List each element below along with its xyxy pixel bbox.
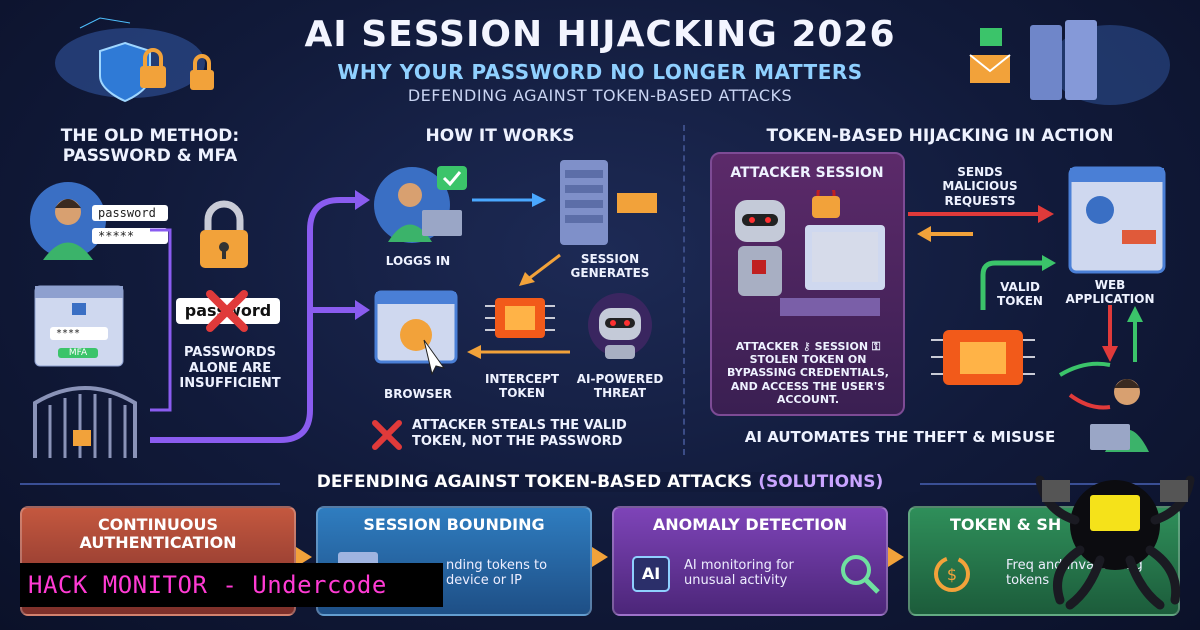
how-it-works-heading: HOW IT WORKS (425, 126, 575, 146)
server-icon (560, 160, 657, 245)
solution-card-title: SESSION BOUNDING (363, 515, 545, 534)
token-hijacking-heading: TOKEN-BASED HIJACKING IN ACTION (766, 126, 1114, 146)
attacker-session-label: ATTACKER SESSION (730, 165, 884, 181)
ai-automates-label: AI AUTOMATES THE THEFT & MISUSE (744, 428, 1056, 446)
passwords-caption: PASSWORDS ALONE ARE INSUFFICIENT (179, 345, 281, 392)
cloud-lock-icon (55, 17, 214, 103)
intercept-token-label: INTERCEPT TOKEN (484, 372, 560, 401)
solution-card-anomaly-detection: ANOMALY DETECTION AI AI monitoring for u… (612, 506, 888, 616)
server-cloud-icon (969, 20, 1170, 105)
arrow-right-icon (472, 193, 546, 207)
return-arrows-icon (1058, 361, 1111, 410)
gate-icon (33, 386, 137, 458)
old-method-heading-line1: THE OLD METHOD: (60, 126, 240, 146)
username-field: password (92, 205, 168, 221)
logs-in-label: LOGGS IN (385, 254, 451, 268)
section-divider (683, 125, 685, 455)
card-arrow-icon (888, 547, 904, 567)
solution-card-title: ANOMALY DETECTION (652, 515, 848, 534)
victim-user-icon (1090, 379, 1149, 452)
token-chip-icon (485, 298, 555, 338)
solution-card-desc: AI monitoring for unusual activity (684, 558, 794, 588)
web-app-label: WEB APPLICATION (1065, 278, 1155, 307)
arrow-left-icon (467, 345, 570, 359)
web-app-icon (1068, 166, 1166, 274)
user-avatar-icon (30, 182, 106, 260)
red-x-small-icon (372, 420, 402, 450)
valid-token-label: VALID TOKEN (997, 280, 1043, 309)
solutions-heading-highlight: (SOLUTIONS) (758, 472, 884, 492)
user-laptop-icon (374, 166, 467, 243)
login-window-icon (34, 285, 124, 367)
browser-label: BROWSER (384, 387, 452, 401)
card-arrow-icon (296, 547, 312, 567)
padlock-icon (200, 200, 248, 268)
solution-card-title: CONTINUOUS AUTHENTICATION (79, 515, 237, 553)
green-arrow-icon (980, 255, 1056, 310)
mini-password-field: **** (50, 327, 108, 340)
solutions-heading: DEFENDING AGAINST TOKEN-BASED ATTACKS (S… (280, 472, 920, 492)
card-arrow-icon (592, 547, 608, 567)
old-method-heading: THE OLD METHOD: PASSWORD & MFA (30, 126, 270, 166)
ai-chip-badge: AI (632, 556, 670, 592)
arrow-down-left-icon (519, 253, 561, 286)
solution-card-title: TOKEN & SH (950, 515, 1062, 534)
attacker-caption: ATTACKER ⚷ SESSION ⚿ STOLEN TOKEN ON BYP… (727, 340, 889, 406)
session-generates-label: SESSION GENERATES (570, 252, 650, 281)
glowing-chip-icon (931, 330, 1035, 385)
solution-card-desc: nding tokens to device or IP (446, 558, 548, 588)
watermark-banner: HACK MONITOR - Undercode (20, 563, 443, 607)
hacker-robot-icon (735, 190, 885, 316)
orange-arrow-left-icon (917, 226, 973, 242)
page-title: AI SESSION HIJACKING 2026 (304, 14, 896, 55)
refresh-dollar-icon: $ (934, 556, 970, 592)
flow-arrows (150, 190, 370, 443)
solutions-heading-main: DEFENDING AGAINST TOKEN-BASED ATTACKS (316, 472, 753, 492)
octopus-hacker-icon (1035, 475, 1195, 610)
password-field: ***** (92, 228, 168, 244)
page-subtitle-secondary: DEFENDING AGAINST TOKEN-BASED ATTACKS (407, 86, 793, 105)
attacker-note: ATTACKER STEALS THE VALID TOKEN, NOT THE… (412, 418, 627, 449)
mfa-badge: MFA (58, 348, 98, 358)
svg-text:$: $ (947, 565, 957, 584)
red-x-icon (206, 290, 248, 332)
ai-robot-icon (588, 293, 652, 359)
old-method-heading-line2: PASSWORD & MFA (62, 146, 238, 166)
page-subtitle: WHY YOUR PASSWORD NO LONGER MATTERS (337, 60, 863, 84)
magnifier-icon (841, 555, 880, 594)
red-arrow-right-icon (908, 205, 1054, 223)
browser-window-icon (374, 290, 458, 375)
bidirectional-arrows-icon (1102, 305, 1143, 362)
ai-threat-label: AI-POWERED THREAT (576, 372, 664, 401)
sends-requests-label: SENDS MALICIOUS REQUESTS (942, 165, 1018, 208)
crossed-password: password (176, 298, 280, 324)
